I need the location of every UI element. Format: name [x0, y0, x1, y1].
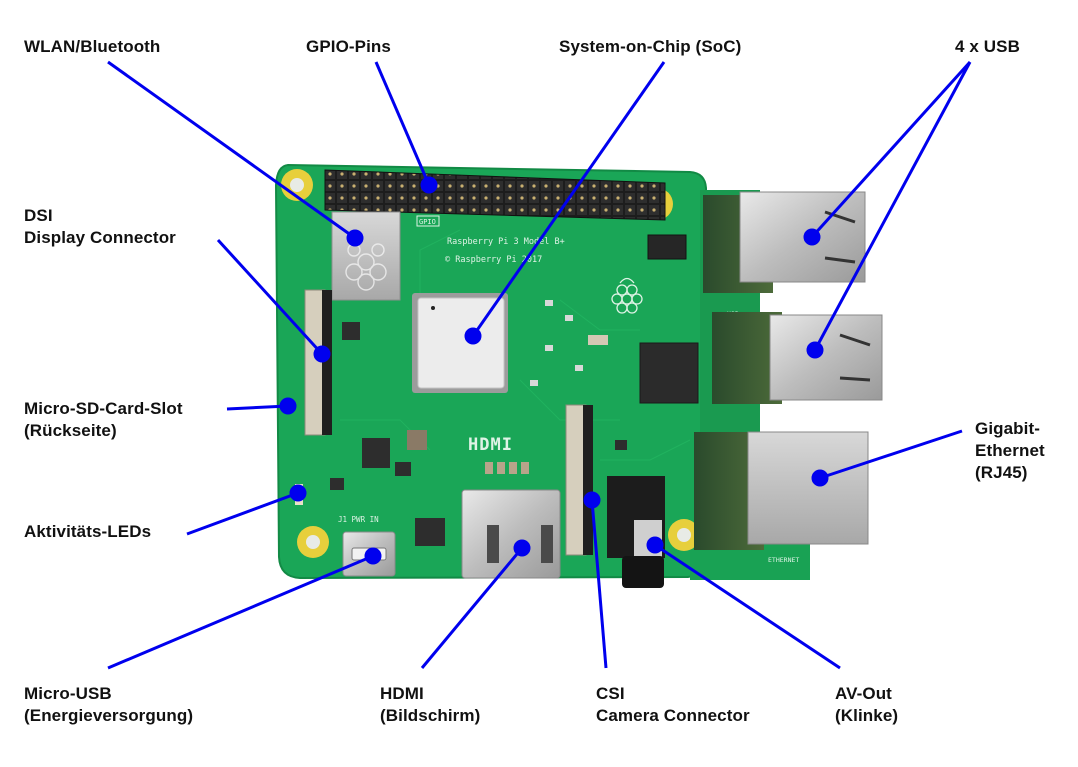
label-line: Display Connector: [24, 228, 176, 247]
leader-usb-2: [806, 61, 972, 359]
mounting-hole: [668, 519, 700, 551]
label-micro-sd: Micro-SD-Card-Slot (Rückseite): [24, 398, 183, 442]
label-csi: CSI Camera Connector: [596, 683, 750, 727]
leader-soc: [464, 61, 666, 345]
leader-hdmi: [420, 539, 531, 669]
hdmi-port: [461, 489, 561, 579]
silk-gpio: GPIO: [419, 218, 436, 226]
silk-ethernet: ETHERNET: [768, 556, 799, 564]
label-line: Camera Connector: [596, 706, 750, 725]
label-dsi: DSI Display Connector: [24, 205, 176, 249]
leader-csi: [583, 491, 608, 669]
usb-port-lower: [712, 312, 883, 404]
silk-model: Raspberry Pi 3 Model B+: [447, 237, 565, 247]
label-line: AV-Out: [835, 684, 892, 703]
label-line: CSI: [596, 684, 625, 703]
label-line: Micro-SD-Card-Slot: [24, 399, 183, 418]
smd-components: [330, 300, 627, 546]
label-line: System-on-Chip (SoC): [559, 37, 742, 56]
label-usb: 4 x USB: [955, 36, 1020, 58]
wlan-module: [331, 211, 401, 301]
label-line: 4 x USB: [955, 37, 1020, 56]
label-line: DSI: [24, 206, 53, 225]
label-line: Aktivitäts-LEDs: [24, 522, 152, 541]
ethernet-port: [694, 431, 869, 550]
leader-usb-1: [803, 60, 972, 246]
label-line: Micro-USB: [24, 684, 112, 703]
raspberry-logo: [611, 277, 643, 314]
label-line: Ethernet: [975, 441, 1045, 460]
label-activity-leds: Aktivitäts-LEDs: [24, 521, 151, 543]
silk-copyright: © Raspberry Pi 2017: [445, 255, 542, 265]
label-line: (Bildschirm): [380, 706, 481, 725]
lan-controller-chip: [639, 342, 699, 404]
leader-sd: [226, 397, 297, 415]
label-line: WLAN/Bluetooth: [24, 37, 161, 56]
poe-header: [647, 234, 687, 260]
label-soc: System-on-Chip (SoC): [559, 36, 741, 58]
silk-hdmi: HDMI: [468, 435, 513, 455]
leader-microusb: [107, 547, 382, 670]
label-line: Gigabit-: [975, 419, 1041, 438]
leader-wlan: [107, 60, 364, 247]
mounting-hole: [281, 169, 313, 201]
leader-led: [186, 484, 307, 536]
label-wlan-bluetooth: WLAN/Bluetooth: [24, 36, 160, 58]
leader-dsi: [216, 238, 331, 363]
leader-gpio: [374, 61, 438, 194]
label-line: (Rückseite): [24, 421, 117, 440]
leader-av: [646, 536, 841, 670]
csi-connector: [565, 404, 593, 556]
label-ethernet: Gigabit- Ethernet (RJ45): [975, 418, 1045, 484]
label-av-out: AV-Out (Klinke): [835, 683, 898, 727]
label-line: (Energieversorgung): [24, 706, 194, 725]
leader-lines: [107, 60, 972, 670]
label-line: (RJ45): [975, 463, 1028, 482]
dsi-connector: [304, 289, 332, 436]
mounting-hole: [297, 526, 329, 558]
leader-ethernet: [811, 429, 963, 487]
label-line: GPIO-Pins: [306, 37, 391, 56]
label-micro-usb: Micro-USB (Energieversorgung): [24, 683, 193, 727]
label-line: (Klinke): [835, 706, 899, 725]
label-line: HDMI: [380, 684, 424, 703]
silk-power: J1 PWR IN: [338, 515, 379, 524]
label-hdmi: HDMI (Bildschirm): [380, 683, 480, 727]
label-gpio-pins: GPIO-Pins: [306, 36, 391, 58]
usb-port-upper: [703, 191, 866, 293]
